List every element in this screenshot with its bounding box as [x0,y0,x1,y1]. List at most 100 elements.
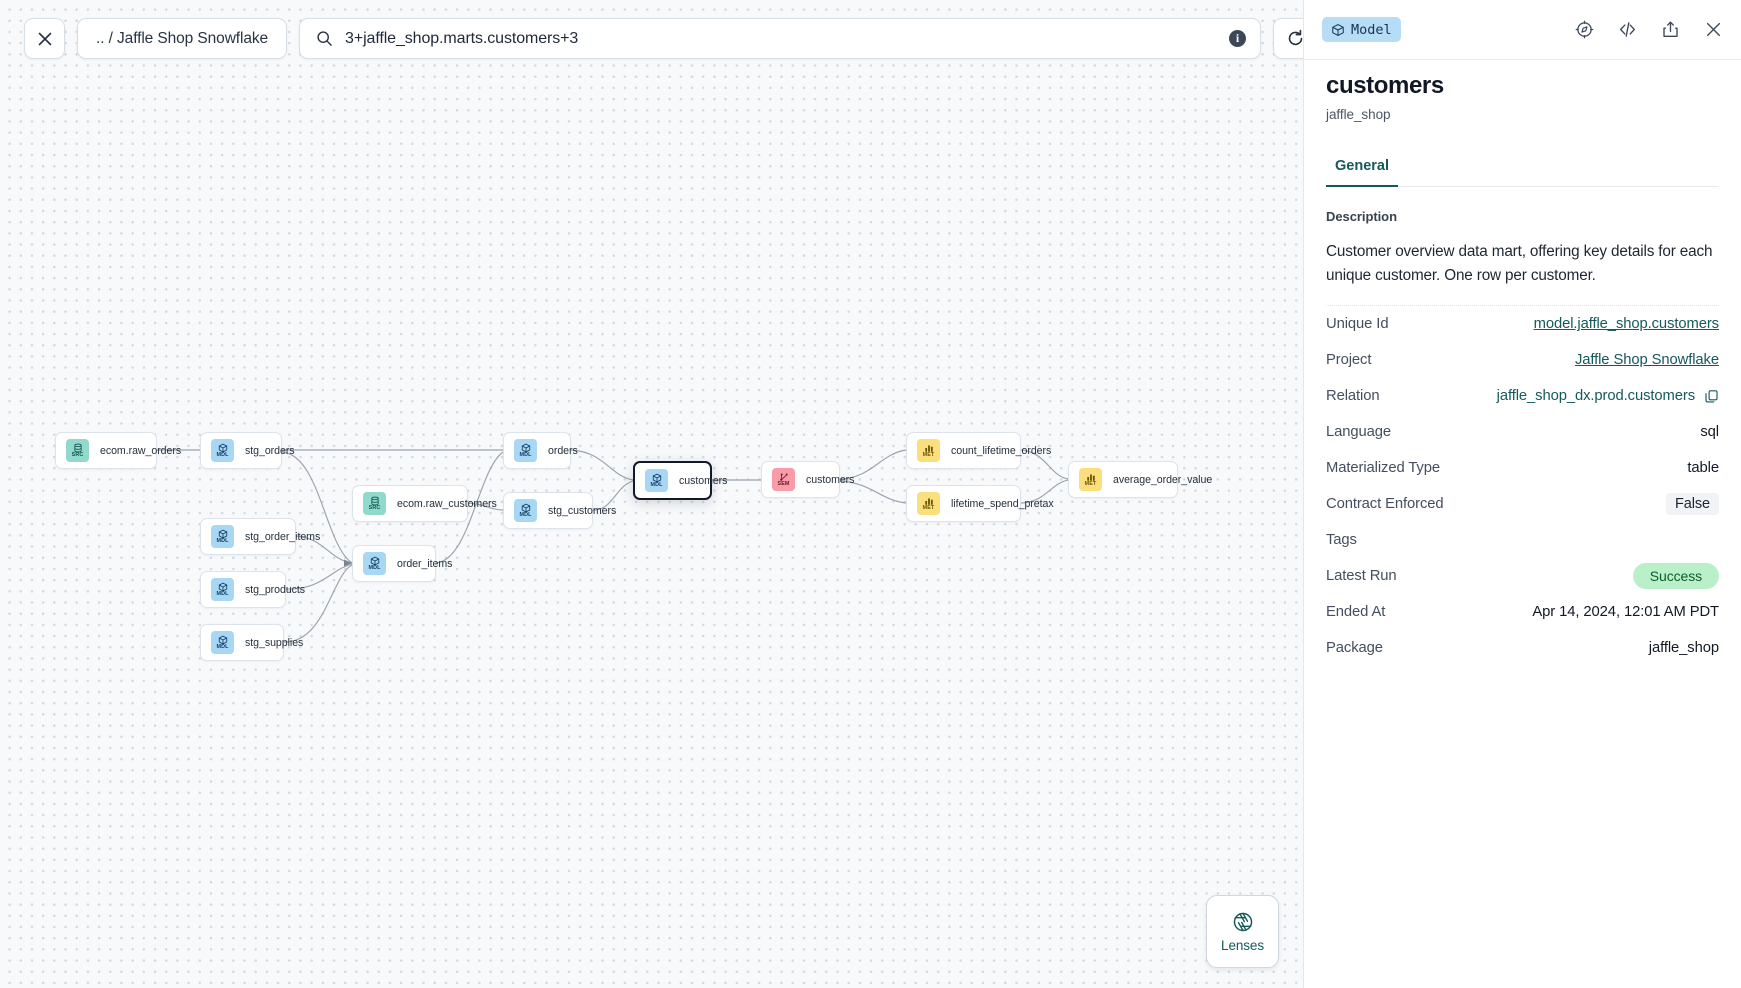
relation-text: jaffle_shop_dx.prod.customers [1496,388,1695,405]
lineage-node-label: count_lifetime_orders [951,444,1052,457]
search-query-text: 3+jaffle_shop.marts.customers+3 [345,29,579,47]
refresh-icon [1288,29,1302,46]
lineage-node-label: stg_orders [245,444,295,457]
detail-value: False [1666,493,1719,516]
description-text: Customer overview data mart, offering ke… [1326,240,1719,307]
lenses-button[interactable]: Lenses [1206,895,1279,968]
lineage-node-count_lifetime_orders[interactable]: MET count_lifetime_orders [906,432,1051,469]
detail-row-project: Project Jaffle Shop Snowflake [1326,342,1719,378]
detail-row-unique-id: Unique Id model.jaffle_shop.customers [1326,306,1719,342]
share-button[interactable] [1659,19,1681,41]
detail-value[interactable]: jaffle_shop_dx.prod.customers [1497,388,1719,404]
refresh-button[interactable] [1273,18,1303,59]
explore-icon [1575,20,1593,39]
description-label: Description [1326,209,1397,224]
lineage-node-label: stg_order_items [245,530,321,543]
mdl-badge-icon: MDL [363,552,386,575]
code-icon [1619,22,1635,37]
search-input[interactable]: 3+jaffle_shop.marts.customers+3 i [299,18,1262,59]
sem-badge-icon: SEM [772,468,795,491]
page-title: customers [1326,72,1444,99]
copy-icon [1705,390,1718,403]
close-icon [38,32,51,45]
lineage-node-label: ecom.raw_orders [100,444,182,457]
resource-type-badge[interactable]: Model [1322,17,1401,42]
lineage-node-ecom_raw_orders[interactable]: SRC ecom.raw_orders [55,432,181,469]
view-code-button[interactable] [1616,19,1638,41]
detail-key: Unique Id [1326,316,1389,333]
status-chip: False [1666,493,1719,516]
copy-relation-button[interactable] [1704,389,1719,404]
aperture-icon [1233,912,1252,931]
detail-value: Apr 14, 2024, 12:01 AM PDT [1532,604,1719,621]
mdl-badge-icon: MDL [211,578,234,601]
lineage-node-orders[interactable]: MDL orders [503,432,578,469]
detail-row-ended-at: Ended At Apr 14, 2024, 12:01 AM PDT [1326,594,1719,630]
detail-value: Success [1632,562,1719,589]
mdl-badge-icon: MDL [514,439,537,462]
detail-row-language: Language sql [1326,414,1719,450]
detail-value: table [1687,460,1719,477]
share-icon [1662,21,1678,37]
details-tabs: General [1326,152,1719,187]
search-icon [317,31,332,46]
lineage-node-lifetime_spend_pretax[interactable]: MET lifetime_spend_pretax [906,485,1054,522]
lineage-node-label: lifetime_spend_pretax [951,497,1054,510]
detail-key: Latest Run [1326,568,1397,585]
explore-button[interactable] [1573,19,1595,41]
detail-key: Ended At [1326,604,1386,621]
lineage-node-stg_orders[interactable]: MDL stg_orders [200,432,295,469]
lineage-node-stg_order_items[interactable]: MDL stg_order_items [200,518,320,555]
close-icon [1706,22,1720,37]
detail-value[interactable]: model.jaffle_shop.customers [1533,316,1719,333]
lenses-label: Lenses [1221,937,1264,953]
lineage-node-label: average_order_value [1113,473,1213,486]
detail-value: jaffle_shop [1648,640,1719,657]
breadcrumb-label: .. / Jaffle Shop Snowflake [96,29,269,47]
info-icon[interactable]: i [1229,30,1247,47]
tab-general[interactable]: General [1326,152,1398,187]
lineage-node-ecom_raw_customers[interactable]: SRC ecom.raw_customers [352,485,497,522]
lineage-node-label: orders [548,444,578,457]
lineage-node-stg_products[interactable]: MDL stg_products [200,571,305,608]
close-lineage-button[interactable] [24,18,65,59]
src-badge-icon: SRC [66,439,89,462]
page-subtitle: jaffle_shop [1326,107,1391,122]
breadcrumb[interactable]: .. / Jaffle Shop Snowflake [77,18,288,59]
resource-type-label: Model [1351,21,1392,38]
mdl-badge-icon: MDL [211,439,234,462]
tab-general-label: General [1335,158,1389,174]
met-badge-icon: MET [917,439,940,462]
detail-value[interactable]: Jaffle Shop Snowflake [1574,352,1719,369]
detail-key: Language [1326,424,1392,441]
lineage-node-order_items[interactable]: MDL order_items [352,545,452,582]
details-panel-header: customers jaffle_shop [1304,59,1741,122]
details-panel-body: Description Customer overview data mart,… [1304,187,1741,988]
detail-key: Project [1326,352,1372,369]
met-badge-icon: MET [917,492,940,515]
lineage-node-label: customers [679,474,728,487]
src-badge-icon: SRC [363,492,386,515]
detail-row-tags: Tags [1326,522,1719,558]
mdl-badge-icon: MDL [211,631,234,654]
mdl-badge-icon: MDL [514,499,537,522]
close-panel-button[interactable] [1702,19,1724,41]
mdl-badge-icon: MDL [211,525,234,548]
lineage-node-label: ecom.raw_customers [397,497,497,510]
lineage-node-label: stg_products [245,583,306,596]
detail-value: sql [1700,424,1719,441]
lineage-node-label: order_items [397,557,453,570]
canvas-toolbar: .. / Jaffle Shop Snowflake 3+jaffle_shop… [24,18,1303,59]
